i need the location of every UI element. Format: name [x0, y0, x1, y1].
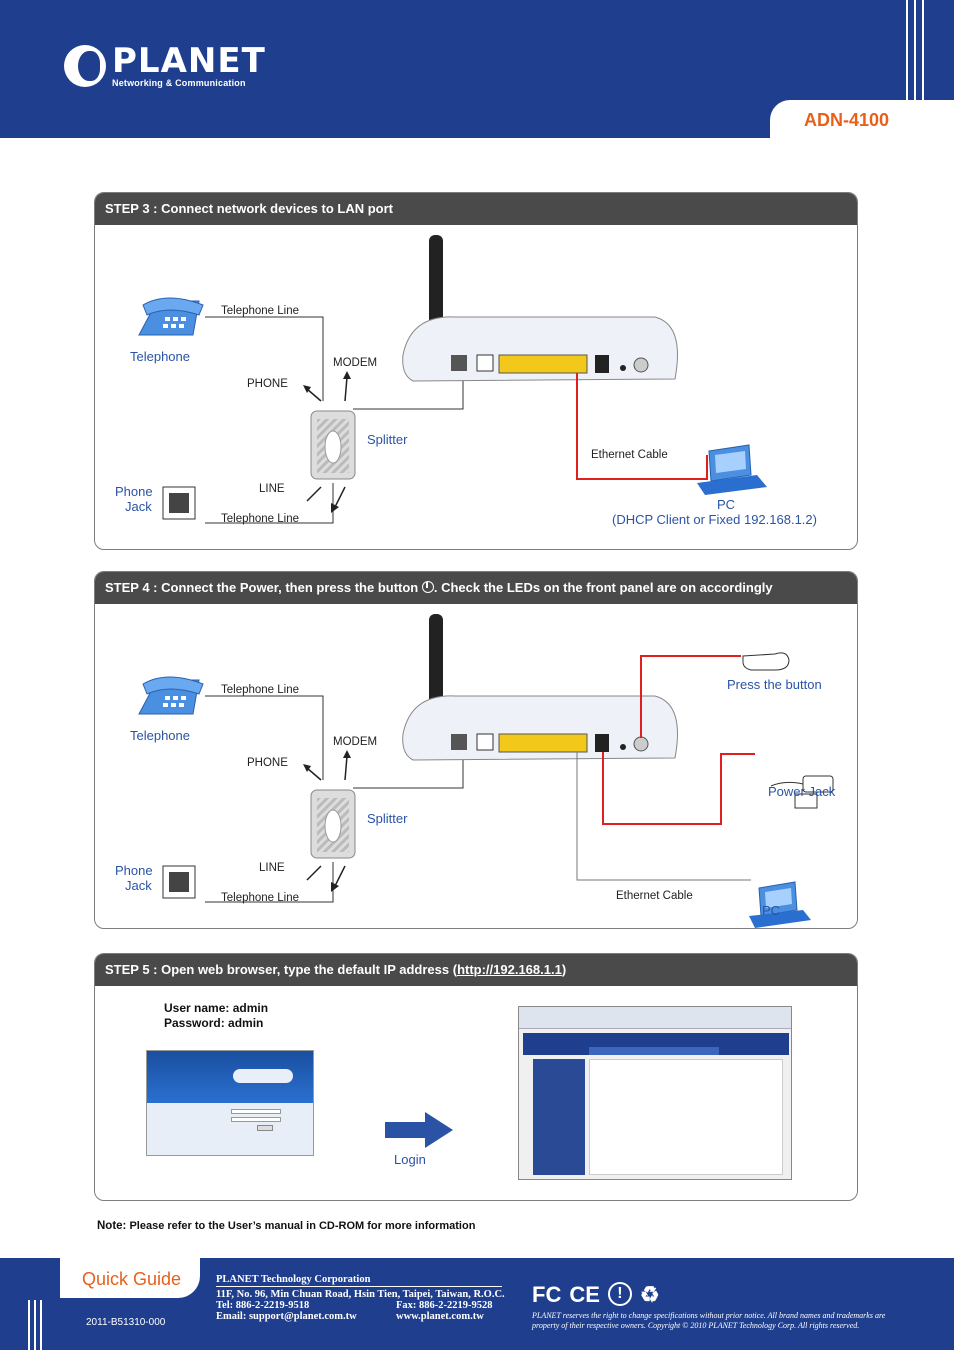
label-phone-jack-1: Phone	[115, 863, 153, 878]
step4-panel: STEP 4 : Connect the Power, then press t…	[94, 571, 858, 929]
label-login: Login	[394, 1152, 426, 1167]
label-line: LINE	[259, 483, 285, 495]
splitter-icon	[310, 410, 356, 480]
label-phone: PHONE	[247, 757, 288, 769]
corp-address: 11F, No. 96, Min Chuan Road, Hsin Tien, …	[216, 1289, 505, 1300]
credentials-username: User name: admin	[164, 1001, 269, 1015]
label-phone-jack-2: Jack	[125, 878, 152, 893]
corp-tel: Tel: 886-2-2219-9518	[216, 1300, 310, 1311]
certification-icons: FC CE ! ♻	[532, 1282, 660, 1308]
phone-jack-icon	[162, 865, 196, 899]
label-pc: PC	[717, 497, 736, 512]
label-phone-jack-2: Jack	[125, 499, 152, 514]
step3-title: STEP 3 : Connect network devices to LAN …	[95, 193, 857, 225]
step4-diagram	[138, 614, 834, 928]
label-ethernet-cable: Ethernet Cable	[616, 890, 693, 902]
doc-id: 2011-B51310-000	[86, 1317, 166, 1328]
step4-title-part1: STEP 4 : Connect the Power, then press t…	[105, 580, 422, 595]
label-telephone-line-top: Telephone Line	[221, 305, 300, 317]
step4-title-part2: . Check the LEDs on the front panel are …	[433, 580, 773, 595]
corp-email[interactable]: Email: support@planet.com.tw	[216, 1311, 357, 1322]
step5-title-part2: )	[561, 962, 567, 977]
step5-panel: STEP 5 : Open web browser, type the defa…	[94, 953, 858, 1201]
disclaimer: PLANET reserves the right to change spec…	[532, 1311, 886, 1330]
label-phone-jack-1: Phone	[115, 484, 153, 499]
router-icon	[402, 614, 678, 761]
splitter-icon	[310, 789, 356, 859]
recycle-icon: ♻	[639, 1282, 660, 1307]
label-press-button: Press the button	[727, 677, 822, 692]
note-text: Please refer to the User’s manual in CD-…	[129, 1220, 476, 1232]
login-screenshot	[146, 1050, 314, 1156]
pc-icon	[697, 444, 767, 495]
label-telephone: Telephone	[130, 349, 190, 364]
power-button-icon	[421, 581, 434, 593]
label-splitter: Splitter	[367, 811, 408, 826]
credentials-password: Password: admin	[164, 1016, 264, 1030]
label-modem: MODEM	[333, 736, 378, 748]
step3-panel: STEP 3 : Connect network devices to LAN …	[94, 192, 858, 550]
label-telephone-line-bottom: Telephone Line	[221, 513, 300, 525]
label-telephone-line-bottom: Telephone Line	[221, 892, 300, 904]
label-splitter: Splitter	[367, 432, 408, 447]
step5-title-part1: STEP 5 : Open web browser, type the defa…	[105, 962, 458, 977]
label-line: LINE	[259, 862, 285, 874]
label-pc-note: (DHCP Client or Fixed 192.168.1.2)	[612, 512, 817, 527]
label-phone: PHONE	[247, 378, 288, 390]
note-label: Note:	[97, 1220, 127, 1232]
step3-diagram	[138, 235, 767, 524]
fcc-icon: FC	[532, 1282, 562, 1307]
corp-fax: Fax: 886-2-2219-9528	[396, 1300, 493, 1311]
alert-icon: !	[607, 1282, 632, 1306]
telephone-icon	[138, 676, 204, 715]
quick-guide-label: Quick Guide	[60, 1258, 200, 1298]
corp-name: PLANET Technology Corporation	[216, 1274, 502, 1287]
router-icon	[402, 235, 678, 382]
hand-pointer-icon	[742, 652, 790, 671]
step5-title: STEP 5 : Open web browser, type the defa…	[95, 954, 857, 986]
note: Note: Please refer to the User’s manual …	[97, 1220, 475, 1232]
label-pc: PC	[762, 903, 781, 918]
corp-web[interactable]: www.planet.com.tw	[396, 1311, 484, 1322]
corp-info: PLANET Technology Corporation 11F, No. 9…	[216, 1274, 505, 1322]
telephone-icon	[138, 297, 204, 336]
label-power-jack: Power Jack	[768, 784, 836, 799]
label-ethernet-cable: Ethernet Cable	[591, 449, 668, 461]
label-modem: MODEM	[333, 357, 378, 369]
power-adapter-icon	[770, 775, 834, 809]
planet-logo-icon	[64, 45, 106, 87]
default-ip-link[interactable]: http://192.168.1.1	[457, 962, 562, 977]
brand-tagline: Networking & Communication	[112, 78, 246, 88]
label-telephone-line-top: Telephone Line	[221, 684, 300, 696]
login-arrow-icon	[385, 1112, 453, 1148]
planet-logo: PLANET Networking & Communication	[64, 44, 266, 88]
pc-icon	[749, 881, 811, 928]
phone-jack-icon	[162, 486, 196, 520]
web-ui-screenshot	[518, 1006, 792, 1180]
label-telephone: Telephone	[130, 728, 190, 743]
ce-icon: CE	[569, 1282, 600, 1307]
brand-name: PLANET	[112, 41, 266, 81]
header-banner: PLANET Networking & Communication	[0, 0, 954, 138]
step4-title: STEP 4 : Connect the Power, then press t…	[95, 572, 857, 604]
model-name: ADN-4100	[770, 100, 954, 140]
decorative-lines	[906, 0, 936, 100]
